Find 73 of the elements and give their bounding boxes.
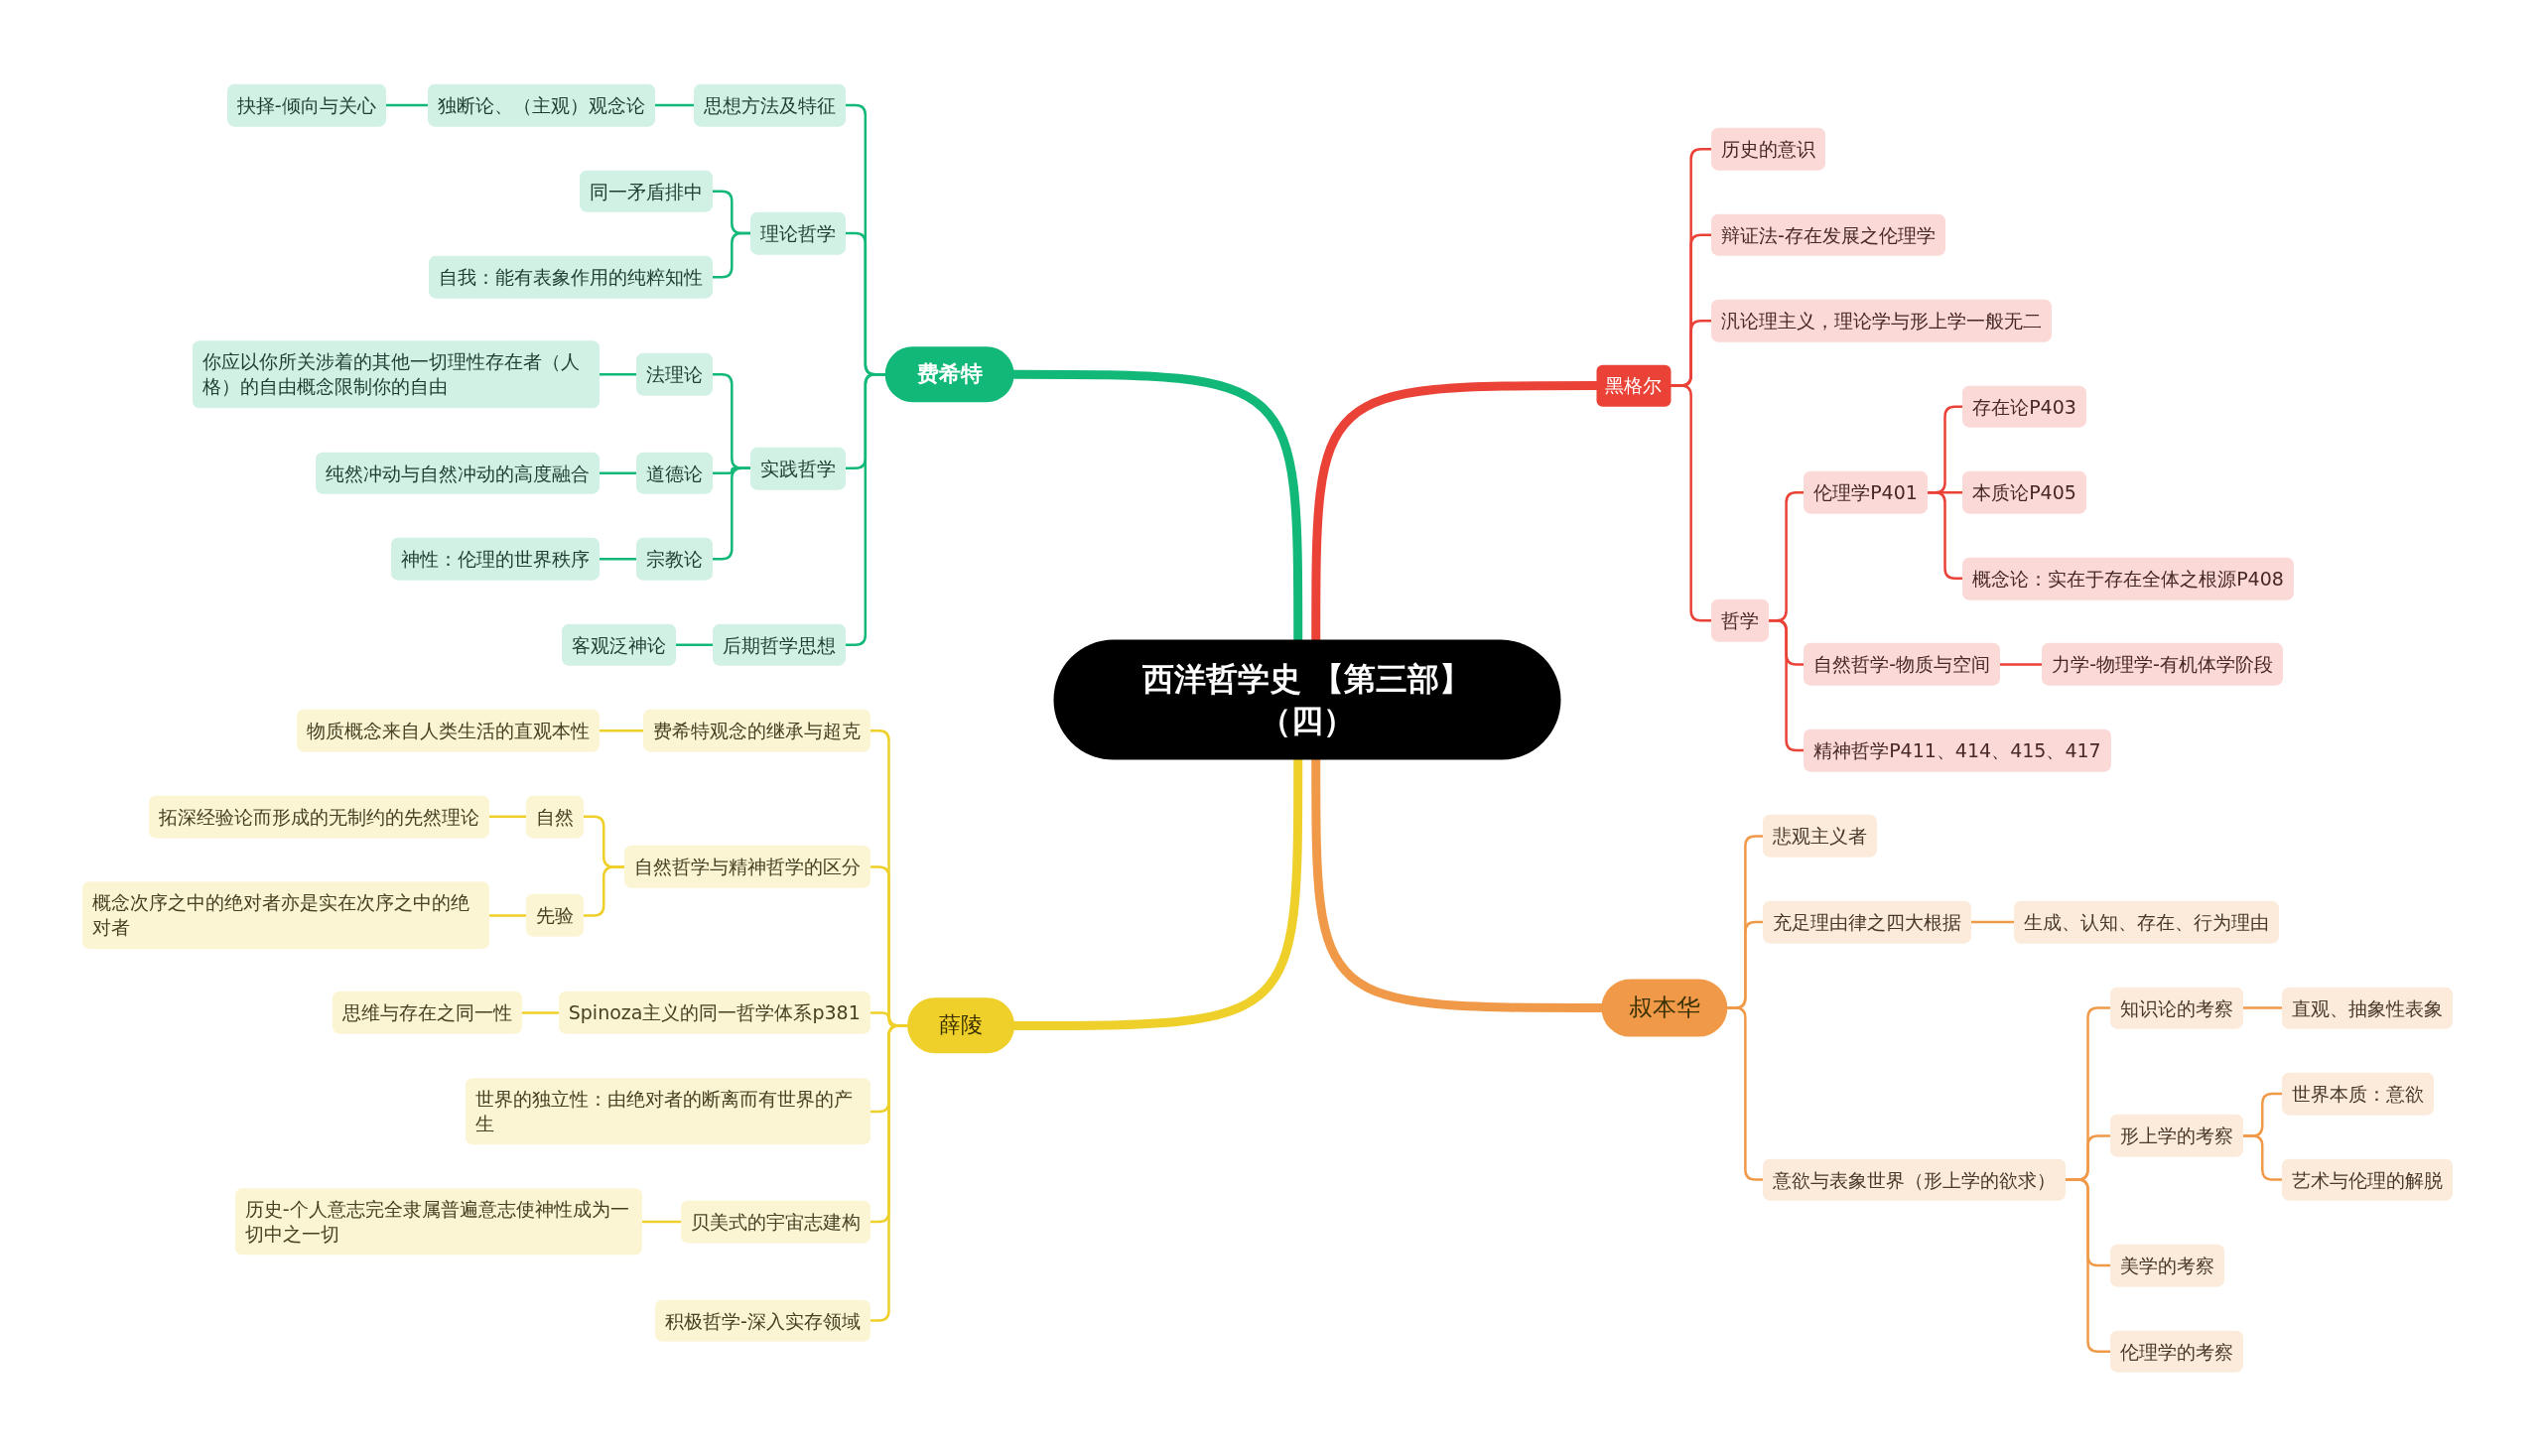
- connector-line: [845, 372, 886, 647]
- subtopic: 美学的考察: [2109, 1244, 2224, 1287]
- connector-line: [869, 1024, 909, 1322]
- subtopic: 汎论理主义，理论学与形上学一般无二: [1711, 299, 2053, 342]
- subtopic: 宗教论: [636, 537, 714, 581]
- subtopic: 充足理由律之四大根据: [1763, 900, 1972, 944]
- subtopic: 直观、抽象性表象: [2281, 987, 2453, 1029]
- subtopic: 同一矛盾排中: [580, 170, 714, 212]
- central-topic: 西洋哲学史 【第三部】（四）: [1053, 639, 1561, 760]
- subtopic: 力学-物理学-有机体学阶段: [2042, 643, 2283, 686]
- subtopic: 概念论：实在于存在全体之根源P408: [1962, 557, 2294, 600]
- subtopic: 世界本质：意欲: [2281, 1072, 2434, 1116]
- subtopic: 法理论: [636, 352, 714, 396]
- subtopic: 概念次序之中的绝对者亦是实在次序之中的绝对者: [82, 881, 490, 950]
- subtopic: 精神哲学P411、414、415、417: [1804, 728, 2111, 772]
- subtopic: 抉择-倾向与关心: [226, 83, 386, 127]
- subtopic: 客观泛神论: [561, 623, 676, 667]
- connector-line: [1669, 384, 1713, 622]
- main-topic: 费希特: [884, 346, 1015, 402]
- subtopic: 伦理学的考察: [2109, 1330, 2243, 1373]
- subtopic: Spinoza主义的同一哲学体系p381: [558, 992, 870, 1034]
- subtopic: 实践哲学: [750, 447, 847, 490]
- subtopic: 理论哲学: [750, 211, 847, 255]
- subtopic: 独断论、（主观）观念论: [427, 83, 655, 127]
- subtopic: 先验: [525, 894, 584, 937]
- main-topic: 黑格尔: [1596, 364, 1672, 407]
- subtopic: 思维与存在之同一性: [332, 992, 522, 1034]
- main-topic: 叔本华: [1601, 979, 1728, 1037]
- connector-line: [674, 643, 715, 647]
- connector-line: [712, 466, 752, 561]
- subtopic: 思想方法及特征: [694, 83, 847, 127]
- connector-line: [653, 103, 696, 107]
- connector-line: [2241, 1006, 2283, 1009]
- connector-line: [2065, 1178, 2111, 1353]
- subtopic: 哲学: [1711, 598, 1770, 642]
- subtopic: 物质概念来自人类生活的直观本性: [297, 709, 601, 752]
- subtopic: 拓深经验论而形成的无制约的先然理论: [149, 795, 490, 839]
- subtopic: 后期哲学思想: [713, 623, 847, 667]
- subtopic: 道德论: [636, 452, 714, 495]
- connector-line: [1926, 491, 1964, 581]
- connector-line: [2241, 1134, 2283, 1181]
- connector-line: [640, 1220, 682, 1224]
- subtopic: 你应以你所关涉着的其他一切理性存在者（人格）的自由概念限制你的自由: [193, 340, 601, 408]
- connector-line: [582, 865, 625, 917]
- subtopic: 神性：伦理的世界秩序: [391, 537, 601, 581]
- subtopic: 历史的意识: [1711, 127, 1826, 171]
- subtopic: 自然: [525, 795, 584, 839]
- subtopic: 生成、认知、存在、行为理由: [2014, 900, 2280, 944]
- subtopic: 本质论P405: [1962, 470, 2086, 514]
- subtopic: 世界的独立性：由绝对者的断离而有世界的产生: [465, 1078, 870, 1145]
- subtopic: 费希特观念的继承与超克: [642, 709, 870, 752]
- subtopic: 艺术与伦理的解脱: [2281, 1158, 2453, 1201]
- connector-line: [1726, 1006, 1765, 1181]
- connector-line: [1998, 663, 2044, 666]
- subtopic: 纯然冲动与自然冲动的高度融合: [316, 452, 601, 495]
- subtopic: 自我：能有表象作用的纯粹知性: [429, 255, 714, 299]
- subtopic: 自然哲学与精神哲学的区分: [623, 846, 870, 888]
- subtopic: 历史-个人意志完全隶属普遍意志使神性成为一切中之一切: [234, 1188, 642, 1256]
- subtopic: 存在论P403: [1962, 385, 2086, 429]
- subtopic: 悲观主义者: [1763, 815, 1878, 858]
- subtopic: 意欲与表象世界（形上学的欲求）: [1763, 1158, 2067, 1201]
- subtopic: 知识论的考察: [2109, 987, 2243, 1029]
- connector-line: [712, 231, 752, 279]
- subtopic: 积极哲学-深入实存领域: [654, 1299, 870, 1342]
- subtopic: 贝美式的宇宙志建构: [680, 1200, 870, 1244]
- connector-line: [1970, 920, 2016, 924]
- main-topic: 薛陵: [907, 997, 1015, 1054]
- connector-line: [520, 1011, 560, 1014]
- subtopic: 自然哲学-物质与空间: [1804, 643, 2000, 686]
- subtopic: 辩证法-存在发展之伦理学: [1711, 213, 1945, 257]
- connector-line: [384, 103, 429, 107]
- subtopic: 形上学的考察: [2109, 1115, 2243, 1157]
- subtopic: 伦理学P401: [1804, 470, 1928, 514]
